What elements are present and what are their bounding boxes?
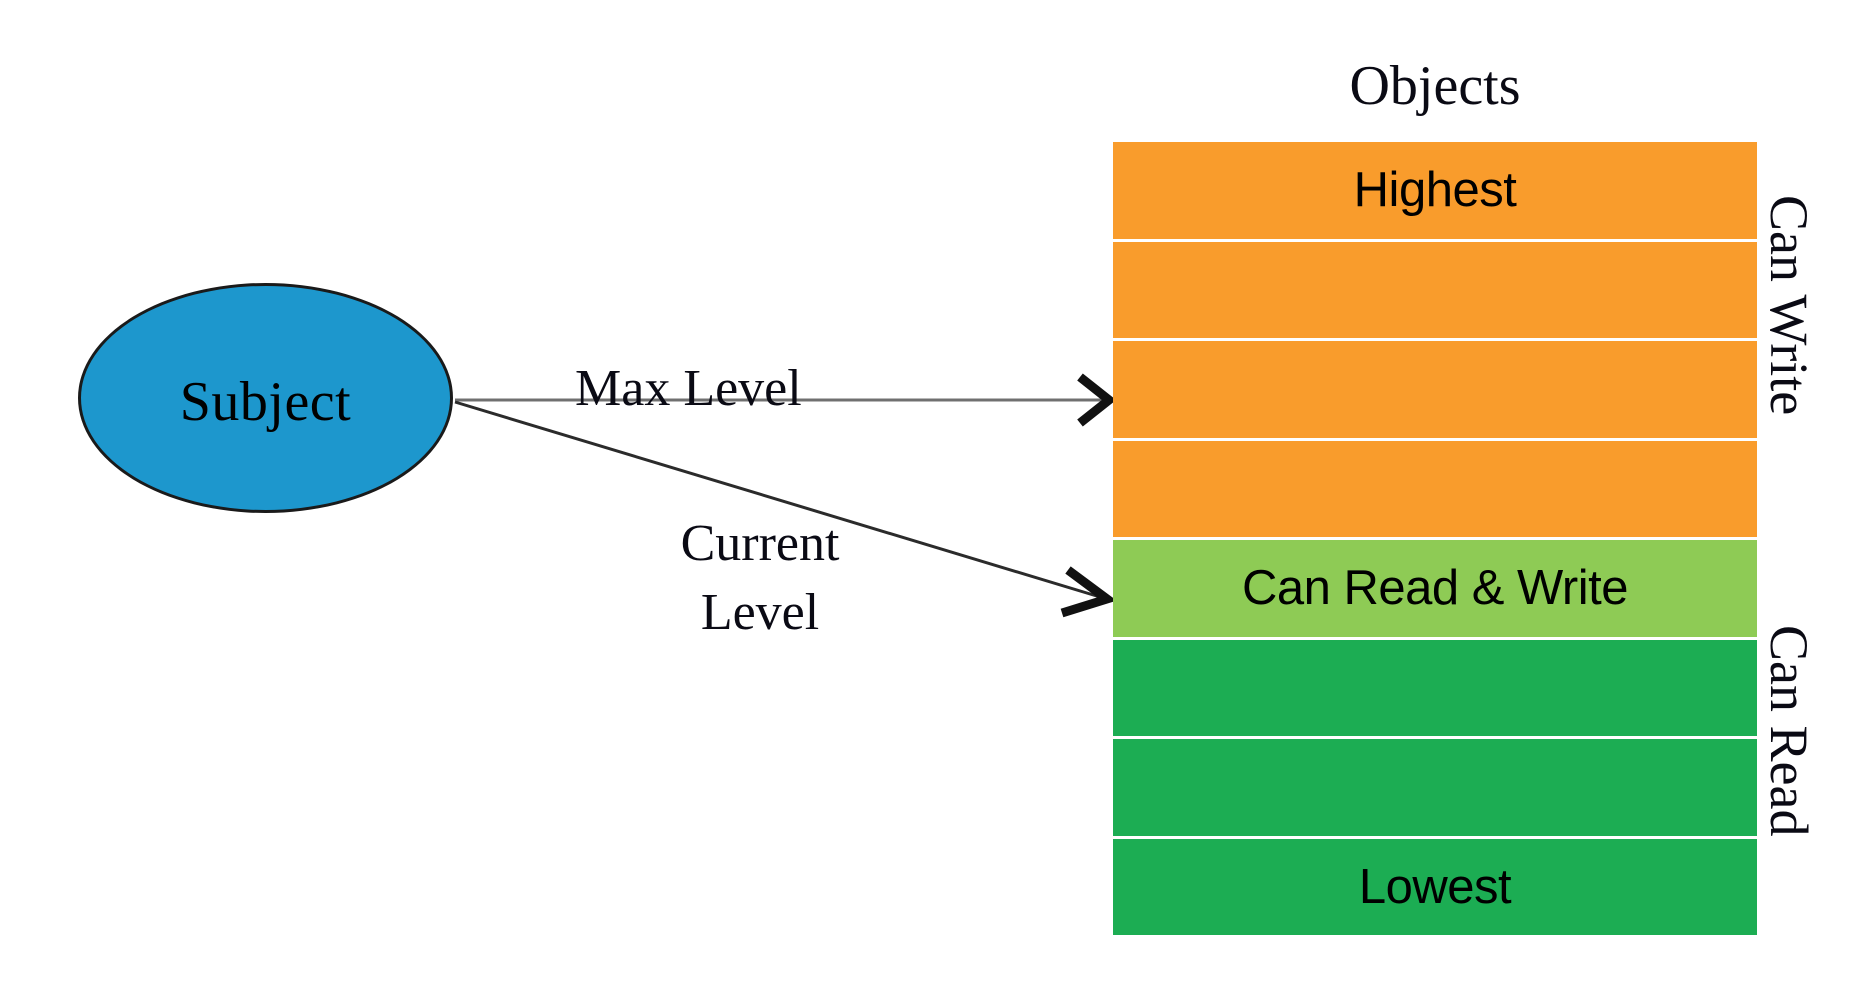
edge-label-current-level-line1: Current <box>680 515 840 572</box>
edge-label-current-level-line2: Level <box>700 583 820 641</box>
level-band[interactable]: Highest <box>1113 142 1757 242</box>
side-label-can-write: Can Write <box>1759 195 1819 416</box>
level-band[interactable] <box>1113 341 1757 441</box>
level-band-label: Highest <box>1353 163 1517 218</box>
objects-level-stack: Highest Can Read & Write Lowest <box>1113 142 1757 935</box>
level-band[interactable] <box>1113 440 1757 540</box>
edge-label-max-level: Max Level <box>575 360 802 417</box>
side-label-can-read: Can Read <box>1759 625 1819 837</box>
edge-label-current-level: Current Level <box>640 510 880 647</box>
objects-title: Objects <box>1349 55 1521 117</box>
level-band-label: Can Read & Write <box>1242 561 1629 616</box>
level-band[interactable]: Lowest <box>1113 838 1757 935</box>
level-band[interactable]: Can Read & Write <box>1113 540 1757 640</box>
level-band[interactable] <box>1113 241 1757 341</box>
level-band[interactable] <box>1113 739 1757 839</box>
subject-label: Subject <box>179 371 352 433</box>
level-band-label: Lowest <box>1358 859 1512 914</box>
subject-node[interactable]: Subject <box>78 283 453 513</box>
level-band[interactable] <box>1113 639 1757 739</box>
